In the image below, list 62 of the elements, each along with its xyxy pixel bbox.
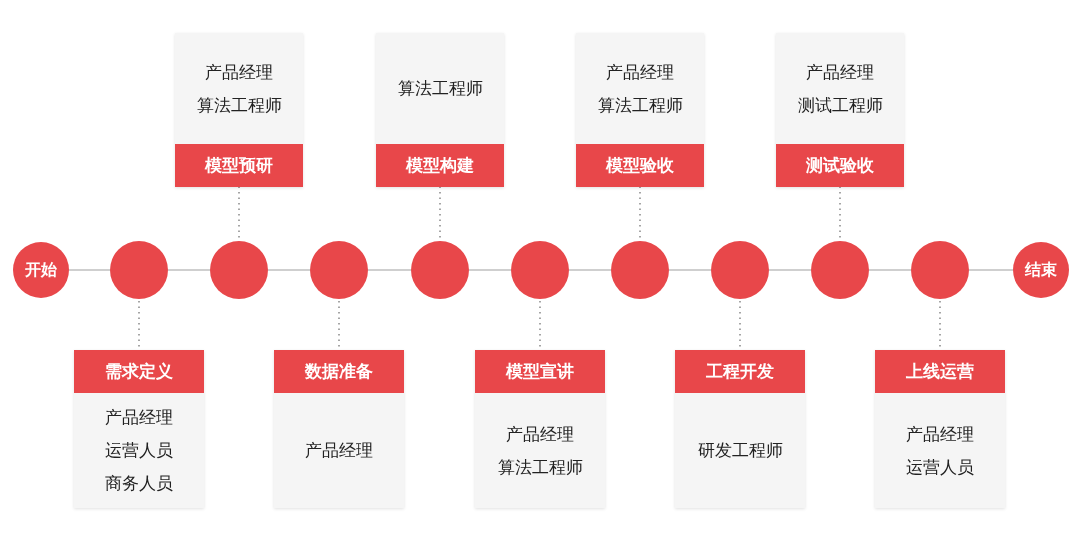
terminal-label: 开始	[25, 259, 57, 281]
stage-title: 模型验收	[576, 144, 704, 187]
role-card	[776, 33, 904, 187]
milestone-circle	[210, 241, 268, 299]
stage-title: 需求定义	[74, 350, 204, 393]
milestone-circle	[911, 241, 969, 299]
milestone-circle	[811, 241, 869, 299]
timeline-line	[267, 269, 311, 271]
stage-title: 模型宣讲	[475, 350, 605, 393]
dotted-connector	[338, 300, 340, 349]
timeline-line	[68, 269, 111, 271]
dotted-connector	[539, 300, 541, 349]
timeline-line	[167, 269, 211, 271]
timeline-line	[868, 269, 912, 271]
dotted-connector	[739, 300, 741, 349]
timeline-line	[468, 269, 512, 271]
role-label: 产品经理	[506, 422, 574, 446]
role-label: 算法工程师	[597, 93, 683, 117]
role-card	[74, 350, 204, 508]
terminal-circle	[1013, 242, 1069, 298]
terminal-circle	[13, 242, 69, 298]
timeline-line	[768, 269, 812, 271]
role-label: 产品经理	[806, 60, 874, 84]
role-label: 运营人员	[105, 439, 173, 462]
milestone-circle	[110, 241, 168, 299]
role-label: 产品经理	[205, 60, 273, 84]
role-label: 算法工程师	[397, 77, 483, 100]
stage-title: 上线运营	[875, 350, 1005, 393]
stage-title: 模型预研	[175, 144, 303, 187]
role-card	[576, 33, 704, 187]
stage-title: 测试验收	[776, 144, 904, 187]
milestone-circle	[611, 241, 669, 299]
stage-title: 数据准备	[274, 350, 404, 393]
role-label: 产品经理	[305, 439, 373, 462]
role-card	[175, 33, 303, 187]
role-label: 算法工程师	[497, 455, 583, 479]
role-card	[475, 350, 605, 508]
milestone-circle	[511, 241, 569, 299]
role-card	[274, 350, 404, 508]
role-card	[675, 350, 805, 508]
milestone-circle	[711, 241, 769, 299]
role-label: 算法工程师	[196, 93, 282, 117]
role-label: 商务人员	[105, 472, 173, 495]
timeline-line	[968, 269, 1014, 271]
timeline-line	[367, 269, 412, 271]
stage-title: 模型构建	[376, 144, 504, 187]
role-card	[875, 350, 1005, 508]
role-card	[376, 33, 504, 187]
terminal-label: 结束	[1025, 259, 1057, 281]
milestone-circle	[310, 241, 368, 299]
stage-title: 工程开发	[675, 350, 805, 393]
timeline-line	[668, 269, 712, 271]
role-label: 产品经理	[906, 422, 974, 446]
role-label: 运营人员	[906, 455, 974, 479]
milestone-circle	[411, 241, 469, 299]
dotted-connector	[138, 300, 140, 349]
dotted-connector	[939, 300, 941, 349]
role-label: 产品经理	[105, 406, 173, 429]
role-label: 测试工程师	[797, 93, 883, 117]
timeline-line	[568, 269, 612, 271]
role-label: 产品经理	[606, 60, 674, 84]
role-label: 研发工程师	[697, 439, 783, 462]
